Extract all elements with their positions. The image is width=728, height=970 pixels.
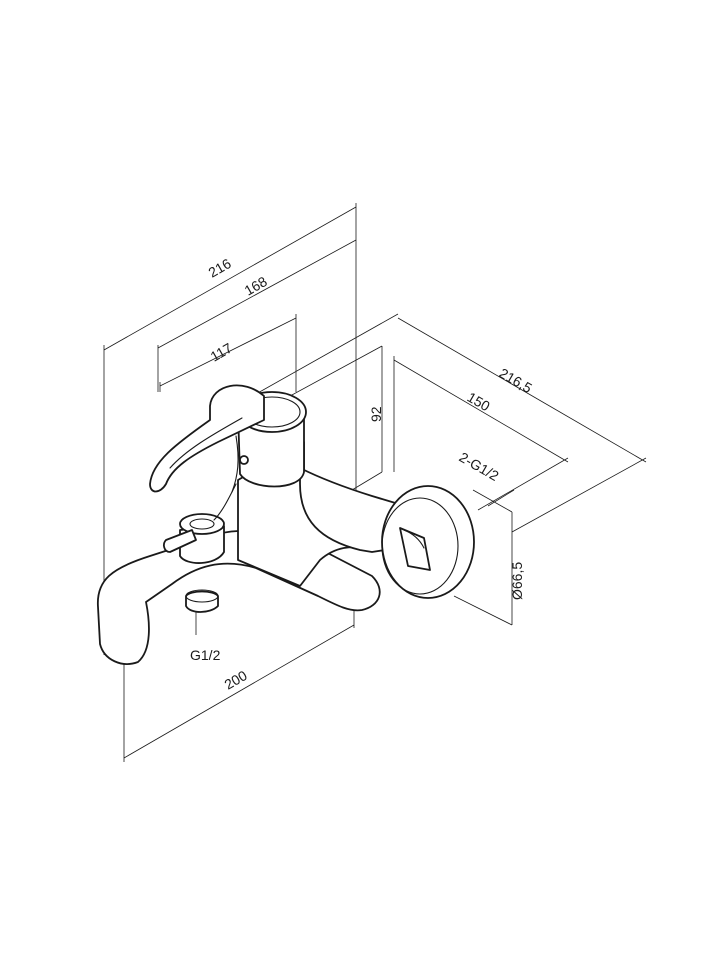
diverter-knob	[163, 513, 225, 564]
faucet-body	[97, 384, 475, 665]
wall-flange	[381, 485, 475, 599]
label-216: 216	[206, 255, 234, 281]
label-168: 168	[242, 273, 270, 299]
dimension-lines	[103, 203, 647, 762]
label-g1-2: G1/2	[190, 647, 221, 663]
label-92: 92	[368, 406, 384, 422]
lever-handle	[149, 384, 265, 521]
label-216-5: 216,5	[497, 365, 536, 396]
label-diameter: Ø66,5	[509, 562, 525, 600]
label-2-g1-2: 2-G1/2	[457, 449, 502, 484]
label-117: 117	[208, 339, 236, 364]
label-150: 150	[465, 389, 493, 415]
label-200: 200	[222, 667, 250, 693]
